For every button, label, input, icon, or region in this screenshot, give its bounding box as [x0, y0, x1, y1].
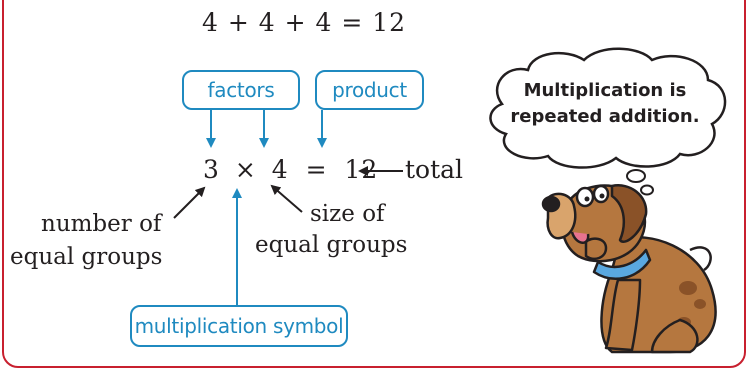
size-of-groups-line2: equal groups [255, 232, 408, 258]
thought-bubble-line1: Multiplication is [523, 80, 687, 101]
multiplication-symbol-label-box: multiplication symbol [130, 305, 348, 347]
multiplication-equation: 3 × 4 = 12 [203, 155, 378, 184]
multiplication-symbol-label: multiplication symbol [134, 314, 344, 338]
thought-bubble-text: Multiplication is repeated addition. [500, 78, 710, 130]
factors-label: factors [207, 78, 275, 102]
size-of-groups-arrow [270, 184, 303, 213]
total-label: total [405, 155, 464, 184]
number-of-groups-line1: number of [41, 211, 162, 237]
factors-label-box: factors [182, 70, 300, 110]
size-of-label: size of [310, 200, 385, 228]
number-of-groups-arrow [173, 186, 206, 219]
thought-bubble-line2: repeated addition. [510, 106, 700, 127]
panel-frame [2, 0, 746, 368]
equals-symbol: = [305, 155, 328, 184]
product-label: product [332, 78, 407, 102]
repeated-addition-equation: 4 + 4 + 4 = 12 [202, 8, 407, 37]
number-of-groups-label: number of [41, 210, 161, 238]
equal-groups-label-left: equal groups [10, 243, 162, 271]
product-label-box: product [315, 70, 424, 110]
equal-groups-label-right: equal groups [255, 231, 407, 259]
thought-bubble [489, 47, 727, 196]
dog-illustration [541, 184, 717, 354]
number-of-groups-line2: equal groups [10, 244, 163, 270]
factor-size-of-groups: 4 [271, 155, 289, 184]
times-symbol: × [234, 155, 257, 184]
size-of-groups-line1: size of [310, 201, 385, 227]
factor-number-of-groups: 3 [203, 155, 220, 184]
